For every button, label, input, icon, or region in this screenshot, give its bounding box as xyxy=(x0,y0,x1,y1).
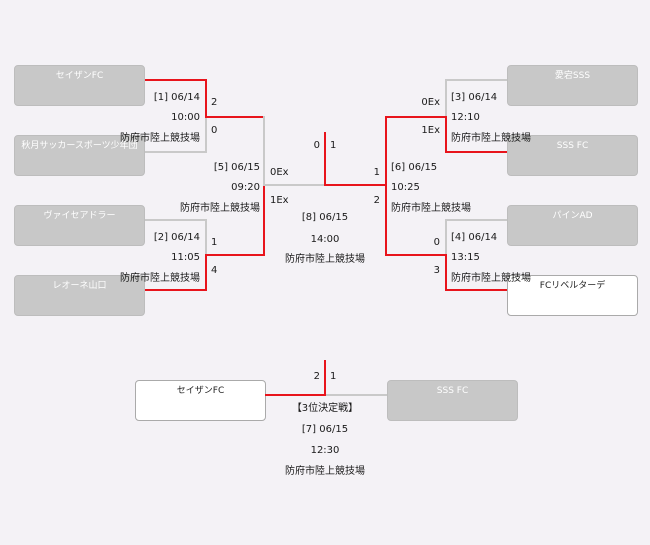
score: 0 xyxy=(433,237,440,248)
bracket-line xyxy=(445,219,447,255)
team-box-third-left[interactable]: セイザンFC xyxy=(135,380,266,421)
score: 2 xyxy=(211,97,218,108)
bracket-line xyxy=(145,151,207,153)
bracket-line xyxy=(385,116,387,186)
match-label: [6] 06/15 xyxy=(391,162,438,173)
score: 0 xyxy=(313,140,320,151)
bracket-line xyxy=(263,184,325,186)
match-venue: 防府市陸上競技場 xyxy=(180,203,260,214)
bracket-line xyxy=(265,394,325,396)
bracket-line xyxy=(205,254,207,291)
match-label: [2] 06/14 xyxy=(153,232,200,243)
bracket-line xyxy=(445,79,507,81)
bracket-line xyxy=(263,116,265,185)
bracket-line xyxy=(385,184,387,256)
match-time: 12:10 xyxy=(451,112,480,123)
match-venue: 防府市陸上競技場 xyxy=(120,273,200,284)
match-time: 13:15 xyxy=(451,252,480,263)
score: 0Ex xyxy=(421,97,440,108)
team-name: SSS FC xyxy=(556,141,589,151)
match-label: [3] 06/14 xyxy=(451,92,498,103)
score: 1 xyxy=(373,167,380,178)
bracket-line xyxy=(324,132,326,186)
bracket-line xyxy=(324,360,326,396)
bracket-line xyxy=(325,394,387,396)
match-time: 09:20 xyxy=(231,182,260,193)
score: 3 xyxy=(433,265,440,276)
match-time: 11:05 xyxy=(171,252,200,263)
match-time: 12:30 xyxy=(310,445,340,456)
bracket-line xyxy=(145,219,207,221)
match-label: [4] 06/14 xyxy=(451,232,498,243)
bracket-line xyxy=(385,116,447,118)
match-venue: 防府市陸上競技場 xyxy=(120,133,200,144)
bracket-line xyxy=(205,117,207,153)
team-box-right-3[interactable]: パインAD xyxy=(507,205,638,246)
team-box-left-3[interactable]: ヴァイセアドラー xyxy=(14,205,145,246)
score: 0 xyxy=(211,125,218,136)
team-name: パインAD xyxy=(552,211,593,221)
team-name: ヴァイセアドラー xyxy=(43,211,116,221)
bracket-line xyxy=(445,79,447,117)
team-box-right-1[interactable]: 愛宕SSS xyxy=(507,65,638,106)
bracket-line xyxy=(145,79,207,81)
match-label: [1] 06/14 xyxy=(153,92,200,103)
team-name: 愛宕SSS xyxy=(554,71,591,81)
bracket-line xyxy=(445,254,447,291)
match-label: [7] 06/15 xyxy=(301,424,349,435)
match-venue: 防府市陸上競技場 xyxy=(451,133,531,144)
score: 2 xyxy=(313,371,320,382)
match-label: [8] 06/15 xyxy=(301,212,349,223)
team-box-right-2[interactable]: SSS FC xyxy=(507,135,638,176)
bracket-line xyxy=(445,219,507,221)
score: 4 xyxy=(211,265,218,276)
team-name: レオーネ山口 xyxy=(52,281,107,291)
match-time: 10:25 xyxy=(391,182,420,193)
team-name: FCリベルターデ xyxy=(539,281,606,291)
bracket-line xyxy=(205,219,207,255)
team-box-right-4[interactable]: FCリベルターデ xyxy=(507,275,638,316)
team-name: セイザンFC xyxy=(176,386,225,396)
bracket-line xyxy=(445,116,447,153)
score: 1 xyxy=(330,371,337,382)
bracket-line xyxy=(263,184,265,256)
team-box-third-right[interactable]: SSS FC xyxy=(387,380,518,421)
team-name: セイザンFC xyxy=(55,71,104,81)
match-time: 14:00 xyxy=(310,234,340,245)
score: 1 xyxy=(330,140,337,151)
match-venue: 防府市陸上競技場 xyxy=(285,466,365,477)
score: 1Ex xyxy=(421,125,440,136)
match-venue: 防府市陸上競技場 xyxy=(451,273,531,284)
team-name: 秋月サッカースポーツ少年団 xyxy=(21,141,138,151)
match-title: 【3位決定戦】 xyxy=(291,403,359,414)
bracket-line xyxy=(205,116,265,118)
team-name: SSS FC xyxy=(436,386,469,396)
team-box-left-4[interactable]: レオーネ山口 xyxy=(14,275,145,316)
bracket-line xyxy=(445,151,507,153)
match-time: 10:00 xyxy=(171,112,200,123)
bracket-line xyxy=(385,254,447,256)
score: 1Ex xyxy=(270,195,289,206)
team-box-left-1[interactable]: セイザンFC xyxy=(14,65,145,106)
match-venue: 防府市陸上競技場 xyxy=(391,203,471,214)
bracket-line xyxy=(445,289,507,291)
bracket-line xyxy=(205,254,265,256)
match-label: [5] 06/15 xyxy=(213,162,260,173)
bracket-line xyxy=(145,289,207,291)
match-venue: 防府市陸上競技場 xyxy=(285,254,365,265)
score: 0Ex xyxy=(270,167,289,178)
score: 1 xyxy=(211,237,218,248)
team-box-left-2[interactable]: 秋月サッカースポーツ少年団 xyxy=(14,135,145,176)
bracket-line xyxy=(325,184,387,186)
bracket-line xyxy=(205,79,207,117)
score: 2 xyxy=(373,195,380,206)
